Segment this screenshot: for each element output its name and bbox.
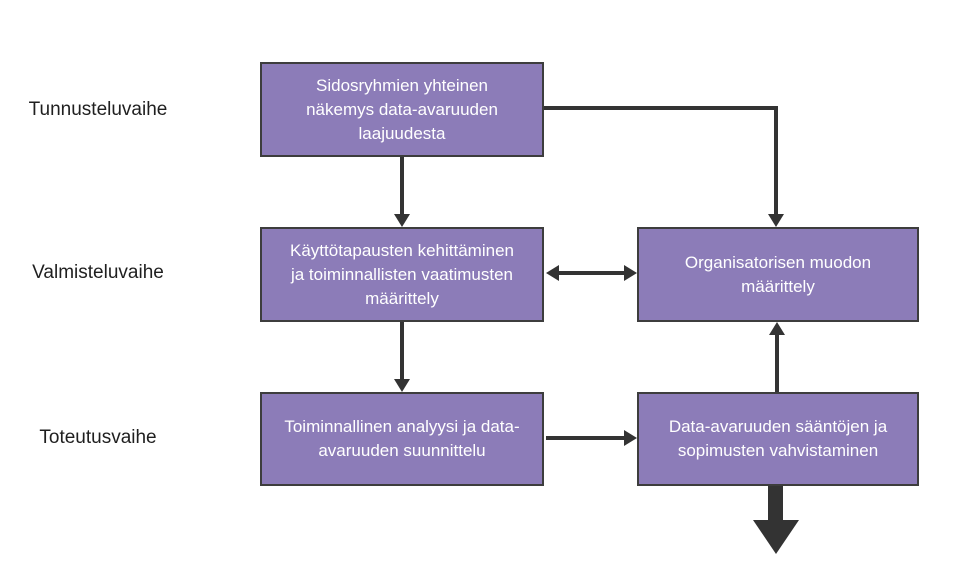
box-kayttotapausten-kehittaminen: Käyttötapausten kehittäminen ja toiminna… — [260, 227, 544, 322]
arrow-rules-to-org-form-line — [775, 333, 779, 392]
arrow-analysis-to-rules-line — [546, 436, 626, 440]
phase-label-valmisteluvaihe: Valmisteluvaihe — [32, 262, 164, 283]
arrow-left-icon — [546, 265, 559, 281]
arrow-scope-to-org-form-horizontal-line — [544, 106, 776, 110]
arrow-down-icon — [394, 379, 410, 392]
arrow-down-icon — [768, 214, 784, 227]
box-saantojen-vahvistaminen: Data-avaruuden sääntöjen ja sopimusten v… — [637, 392, 919, 486]
box-sidosryhmien-nakemys-text: Sidosryhmien yhteinen näkemys data-avaru… — [306, 75, 498, 143]
arrow-rules-output-shaft — [768, 486, 783, 522]
arrow-up-icon — [769, 322, 785, 335]
box-organisatorisen-muodon-maarittely: Organisatorisen muodon määrittely — [637, 227, 919, 322]
arrow-use-cases-org-form-line — [556, 271, 626, 275]
arrow-use-cases-to-analysis-line — [400, 322, 404, 380]
arrow-scope-to-use-cases-line — [400, 157, 404, 215]
arrow-scope-to-org-form-vertical-line — [774, 106, 778, 215]
box-sidosryhmien-nakemys: Sidosryhmien yhteinen näkemys data-avaru… — [260, 62, 544, 157]
box-kayttotapausten-kehittaminen-text: Käyttötapausten kehittäminen ja toiminna… — [290, 240, 514, 308]
arrow-right-icon — [624, 430, 637, 446]
box-organisatorisen-muodon-maarittely-text: Organisatorisen muodon määrittely — [684, 252, 872, 296]
arrow-down-icon — [394, 214, 410, 227]
thick-arrow-down-icon — [753, 520, 799, 554]
box-toiminnallinen-analyysi-text: Toiminnallinen analyysi ja data- avaruud… — [284, 417, 520, 460]
phase-label-toteutusvaihe: Toteutusvaihe — [39, 427, 157, 448]
arrow-right-icon — [624, 265, 637, 281]
phase-label-tunnusteluvaihe: Tunnusteluvaihe — [28, 99, 168, 120]
box-saantojen-vahvistaminen-text: Data-avaruuden sääntöjen ja sopimusten v… — [668, 417, 888, 460]
box-toiminnallinen-analyysi: Toiminnallinen analyysi ja data- avaruud… — [260, 392, 544, 486]
